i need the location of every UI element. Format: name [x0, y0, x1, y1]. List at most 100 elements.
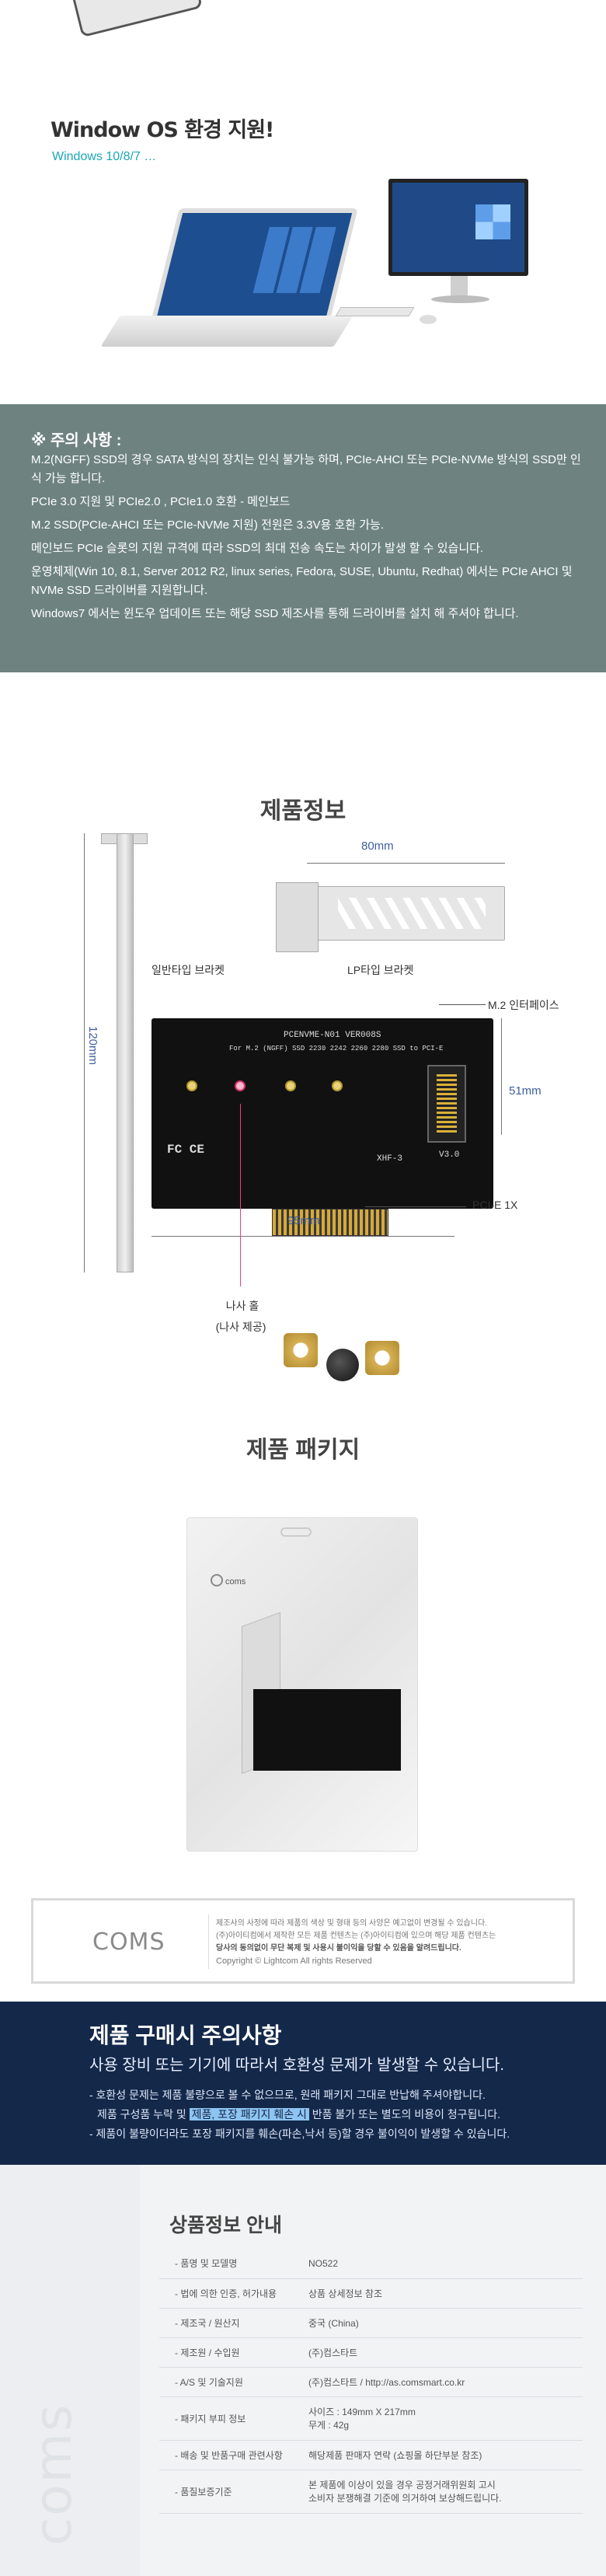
coms-logo: COMS	[92, 1929, 165, 1956]
full-bracket-label: 일반타입 브라켓	[152, 964, 225, 976]
dim-95-label: 95mm	[287, 1214, 320, 1227]
monitor-image	[388, 179, 528, 307]
bag-logo: coms	[211, 1574, 246, 1586]
notice-section: ※ 주의 사항 : M.2(NGFF) SSD의 경우 SATA 방식의 장치는…	[0, 404, 606, 672]
dim-51-label: 51mm	[509, 1084, 542, 1098]
info-sidebar	[0, 2165, 140, 2576]
info-value: 중국 (China)	[291, 2308, 583, 2338]
mount-hole	[332, 1080, 343, 1091]
notice-line: 운영체제(Win 10, 8.1, Server 2012 R2, linux …	[31, 565, 573, 597]
notice-line: 메인보드 PCIe 슬롯의 지원 규격에 따라 SSD의 최대 전송 속도는 차…	[31, 542, 484, 555]
dim-51-line	[501, 1018, 502, 1135]
warning-highlight: 제품, 포장 패키지 훼손 시	[189, 2108, 309, 2120]
dim-80-label: 80mm	[361, 839, 394, 853]
brand-line: (주)아이티컴에서 제작한 모든 제품 컨텐츠는 (주)아이티컴에 있으며 해당…	[216, 1932, 496, 1940]
warning-line: - 제품이 불량이더라도 포장 패키지를 훼손(파손,낙서 등)할 경우 불이익…	[89, 2127, 510, 2140]
info-value-line: 본 제품에 이상이 있을 경우 공정거래위원회 고시	[308, 2480, 496, 2490]
dim-95-line	[152, 1236, 454, 1237]
table-row: - A/S 및 기술지원(주)컴스타트 / http://as.comsmart…	[159, 2367, 583, 2397]
warning-line: 제품 구성품 누락 및 제품, 포장 패키지 훼손 시 반품 불가 또는 별도의…	[97, 2107, 500, 2122]
info-value: 상품 상세정보 참조	[291, 2278, 583, 2309]
os-subtitle: Windows 10/8/7 …	[52, 150, 157, 163]
notice-title: ※ 주의 사항 :	[31, 432, 122, 449]
m2-interface-label: M.2 인터페이스	[488, 999, 559, 1011]
m2-leader-line	[439, 1004, 486, 1005]
info-title: 상품정보 안내	[169, 2215, 282, 2236]
warning-line-pre: 제품 구성품 누락 및	[97, 2108, 190, 2120]
warning-line: - 호환성 문제는 제품 불량으로 볼 수 없으므로, 원래 패키지 그대로 반…	[89, 2089, 486, 2101]
full-height-bracket-image	[101, 833, 148, 1272]
brand-line: 당사의 동의없이 무단 복제 및 사용시 불이익을 당할 수 있음을 알려드립니…	[216, 1944, 461, 1953]
spec-title: 제품정보	[259, 798, 347, 824]
info-value-line: 소비자 분쟁해결 기준에 의거하여 보상해드립니다.	[308, 2493, 502, 2504]
info-key: - 품명 및 모델명	[159, 2249, 291, 2279]
pcb-version-text: V3.0	[439, 1150, 460, 1160]
info-value-line: 사이즈 : 149mm X 217mm	[308, 2407, 416, 2417]
info-value: NO522	[291, 2249, 583, 2279]
pcb-xhf-text: XHF-3	[377, 1154, 403, 1164]
info-key: - A/S 및 기술지원	[159, 2367, 291, 2397]
package-title: 제품 패키지	[246, 1437, 360, 1463]
dim-80-line	[307, 863, 505, 864]
top-device-image	[68, 0, 204, 38]
low-profile-bracket-image	[276, 882, 509, 968]
pcb-model-text: PCENVME-N01 VER008S	[284, 1031, 381, 1040]
copyright-text: Copyright © Lightcom All rights Reserved	[216, 1956, 372, 1966]
pcie-label: PCI-E 1X	[472, 1199, 518, 1211]
notice-line: PCIe 3.0 지원 및 PCIe2.0 , PCIe1.0 호환 - 메인보…	[31, 495, 291, 508]
info-key: - 배송 및 반품구매 관련사항	[159, 2440, 291, 2470]
brand-line: 제조사의 사정에 따라 제품의 색상 및 형태 등의 사양은 예고없이 변경될 …	[216, 1919, 487, 1928]
mouse-image	[420, 315, 437, 324]
info-key: - 제조국 / 원산지	[159, 2308, 291, 2338]
warning-title: 제품 구매시 주의사항	[89, 2023, 282, 2047]
info-key: - 패키지 부피 정보	[159, 2396, 291, 2441]
notice-line: M.2(NGFF) SSD의 경우 SATA 방식의 장치는 인식 불가능 하며…	[31, 453, 581, 485]
info-value: 해당제품 판매자 연락 (쇼핑몰 하단부분 참조)	[291, 2440, 583, 2470]
os-title: Window OS 환경 지원!	[50, 118, 274, 142]
m2-slot	[427, 1065, 466, 1143]
info-value-line: 무게 : 42g	[308, 2420, 350, 2431]
adapter-board-image: PCENVME-N01 VER008S For M.2 (NGFF) SSD 2…	[152, 1018, 493, 1209]
info-key: - 품질보증기준	[159, 2470, 291, 2514]
info-value: (주)컴스타트	[291, 2337, 583, 2368]
table-row: - 패키지 부피 정보 사이즈 : 149mm X 217mm 무게 : 42g	[159, 2396, 583, 2441]
screw-hole-highlight	[235, 1080, 246, 1091]
package-bag-image: coms	[186, 1517, 418, 1852]
info-value: (주)컴스타트 / http://as.comsmart.co.kr	[291, 2367, 583, 2397]
pcie-connector-image	[272, 1209, 388, 1236]
side-coms-logo: coms	[23, 2403, 83, 2546]
keyboard-image	[335, 307, 415, 316]
screw-leader-line	[240, 1104, 241, 1286]
purchase-warning-section: 제품 구매시 주의사항 사용 장비 또는 기기에 따라서 호환성 문제가 발생할…	[0, 2002, 606, 2165]
dim-120-label: 120mm	[86, 1026, 99, 1066]
mount-hole	[285, 1080, 296, 1091]
lp-bracket-label: LP타입 브라켓	[347, 964, 414, 976]
brand-notice-box: COMS 제조사의 사정에 따라 제품의 색상 및 형태 등의 사양은 예고없이…	[31, 1898, 575, 1984]
dim-120-line	[84, 833, 85, 1272]
screws-image	[280, 1329, 399, 1399]
mount-hole	[186, 1080, 197, 1091]
pcb-cert-marks: FC CE	[167, 1143, 205, 1157]
notice-line: M.2 SSD(PCIe-AHCI 또는 PCIe-NVMe 지원) 전원은 3…	[31, 518, 384, 532]
notice-line: Windows7 에서는 윈도우 업데이트 또는 해당 SSD 제조사를 통해 …	[31, 607, 519, 620]
pcb-line2-text: For M.2 (NGFF) SSD 2230 2242 2260 2280 S…	[229, 1045, 444, 1052]
table-row: - 제조원 / 수입원(주)컴스타트	[159, 2337, 583, 2368]
info-key: - 제조원 / 수입원	[159, 2337, 291, 2368]
warning-line-post: 반품 불가 또는 별도의 비용이 청구됩니다.	[308, 2108, 501, 2120]
os-support-section: Window OS 환경 지원! Windows 10/8/7 …	[0, 0, 606, 404]
pcie-leader-line	[365, 1206, 466, 1207]
screw-hole-label: 나사 홀	[225, 1300, 259, 1312]
info-value: 사이즈 : 149mm X 217mm 무게 : 42g	[291, 2396, 583, 2441]
laptop-image	[100, 208, 358, 347]
screw-hole-sublabel: (나사 제공)	[215, 1321, 266, 1333]
info-key: - 법에 의한 인증, 허가내용	[159, 2278, 291, 2309]
